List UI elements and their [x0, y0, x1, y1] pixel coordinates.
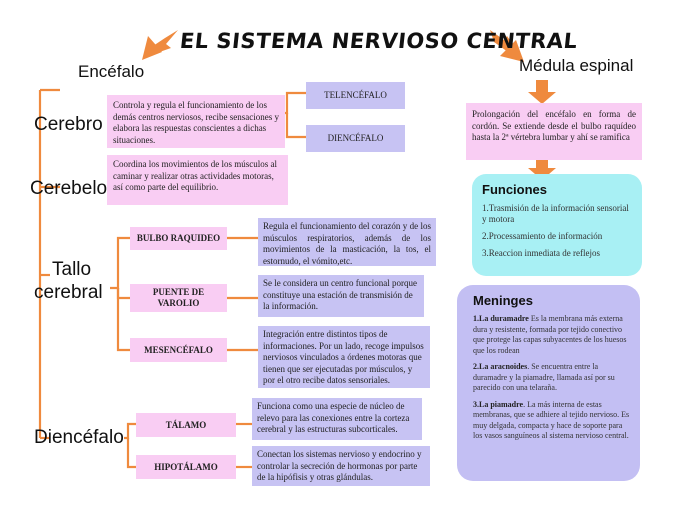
arrow-to-encefalo-head-icon [142, 36, 162, 60]
funciones-item-2: 2.Processamiento de información [482, 231, 603, 241]
cerebelo-description: Coordina los movimientos de los músculos… [107, 155, 288, 205]
mesencefalo-box: MESENCÉFALO [130, 338, 227, 362]
funciones-card: Funciones 1.Trasmisión de la información… [472, 174, 642, 276]
arrow-medula-shaft [536, 80, 548, 92]
duramadre-name: 1.La duramadre [473, 314, 529, 323]
funciones-item-1: 1.Trasmisión de la información sensorial… [482, 203, 629, 224]
meninges-item-2: 2.La aracnoides. Se encuentra entre la d… [473, 362, 630, 394]
hipotalamo-box: HIPOTÁLAMO [136, 455, 236, 479]
puente-varolio-line1: PUENTE DE [152, 287, 205, 297]
puente-varolio-box: PUENTE DE VAROLIO [130, 284, 227, 312]
funciones-item-3: 3.Reaccion inmediata de reflejos [482, 248, 600, 258]
piamadre-name: 3.La piamadre [473, 399, 524, 409]
diencefalo-part-box: DIENCÉFALO [306, 125, 405, 152]
cerebro-label: Cerebro [34, 114, 103, 135]
puente-varolio-line2: VAROLIO [157, 298, 200, 308]
puente-varolio-description: Se le considera un centro funcional porq… [258, 275, 424, 317]
meninges-card: Meninges 1.La duramadre Es la membrana m… [457, 285, 640, 481]
orange-arrows [142, 30, 556, 180]
talamo-box: TÁLAMO [136, 413, 236, 437]
meninges-item-3: 3.La piamadre. La más interna de estas m… [473, 400, 630, 442]
bulbo-raquideo-box: BULBO RAQUIDEO [130, 227, 227, 250]
cerebelo-label: Cerebelo [30, 178, 108, 199]
funciones-title: Funciones [482, 182, 548, 197]
encefalo-heading: Encéfalo [78, 62, 145, 81]
cerebro-description: Controla y regula el funcionamiento de l… [107, 95, 285, 148]
meninges-title: Meninges [473, 293, 533, 308]
tallo-label-line2: cerebral [34, 282, 103, 303]
arrow-medula-down-icon [528, 92, 556, 104]
bulbo-raquideo-description: Regula el funcionamiento del corazón y d… [258, 218, 436, 266]
medula-description: Prolongación del encéfalo en forma de co… [466, 103, 642, 160]
aracnoides-text: . Se encuentra entre la duramadre y la p… [473, 362, 615, 392]
aracnoides-name: 2.La aracnoides [473, 362, 528, 371]
talamo-description: Funciona como una especie de núcleo de r… [252, 398, 422, 440]
diencefalo-label: Diencéfalo [34, 427, 124, 448]
page-title: EL SISTEMA NERVIOSO CENTRAL [178, 29, 579, 53]
arrow-to-medula-head-icon [500, 40, 524, 62]
piamadre-text: . La más interna de estas membranas, que… [473, 399, 630, 441]
arrow-funciones-shaft [536, 160, 548, 168]
mesencefalo-description: Integración entre distintos tipos de inf… [258, 326, 430, 388]
medula-heading: Médula espinal [519, 56, 634, 75]
duramadre-text: Es la membrana más externa dura y resist… [473, 314, 627, 355]
meninges-item-1: 1.La duramadre Es la membrana más extern… [473, 314, 630, 356]
tallo-label: Tallo cerebral [34, 258, 103, 304]
telencefalo-box: TELENCÉFALO [306, 82, 405, 109]
tallo-label-line1: Tallo [52, 259, 92, 280]
hipotalamo-description: Conectan los sistemas nervioso y endocri… [252, 446, 430, 486]
